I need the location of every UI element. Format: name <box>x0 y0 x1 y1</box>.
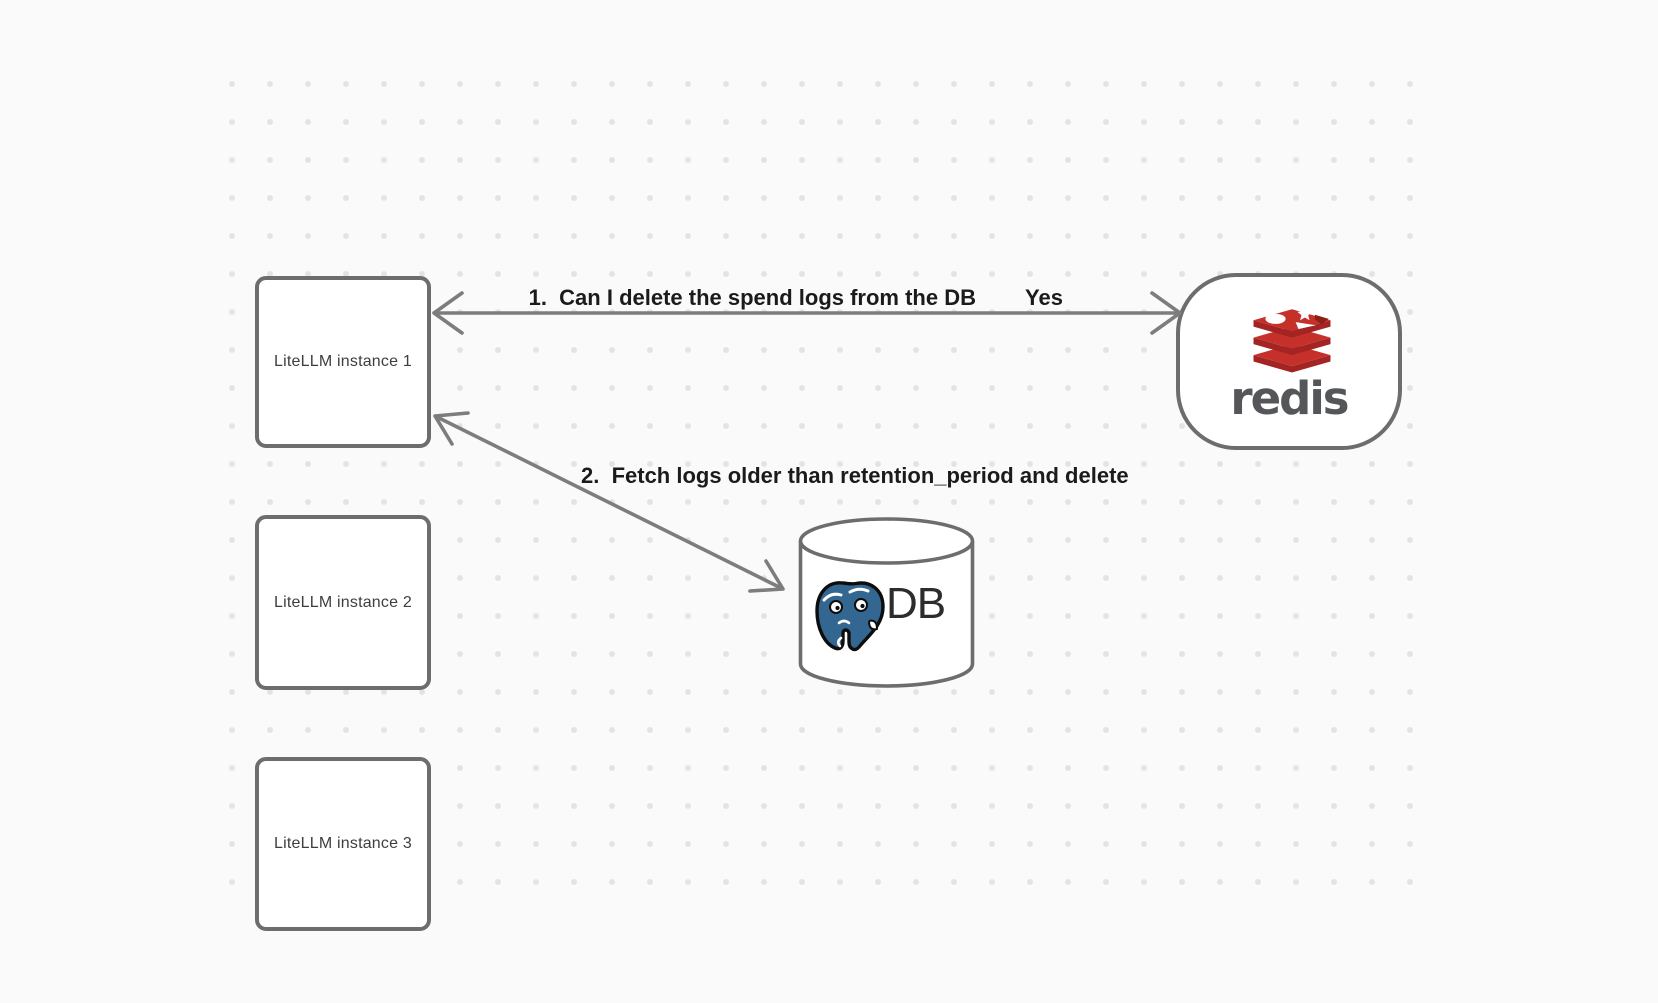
redis-wordmark: redis <box>1230 372 1349 425</box>
node-litellm-instance-1[interactable]: LiteLLM instance 1 <box>255 276 431 448</box>
node-db[interactable]: DB <box>797 516 976 692</box>
arrow-1-label: 1. Can I delete the spend logs from the … <box>528 285 976 310</box>
arrow-2-label: 2. Fetch logs older than retention_perio… <box>581 463 1129 488</box>
node-redis[interactable]: redis <box>1176 273 1402 450</box>
db-label: DB <box>886 579 946 628</box>
node-label: LiteLLM instance 1 <box>274 353 412 370</box>
node-label: LiteLLM instance 3 <box>274 835 412 852</box>
db-cylinder-shape <box>798 517 975 688</box>
node-litellm-instance-3[interactable]: LiteLLM instance 3 <box>255 757 431 931</box>
node-litellm-instance-2[interactable]: LiteLLM instance 2 <box>255 515 431 690</box>
arrow-1-response-label: Yes <box>1025 285 1063 310</box>
redis-logo-icon <box>1253 309 1331 373</box>
node-label: LiteLLM instance 2 <box>274 593 412 611</box>
postgresql-elephant-icon <box>815 581 885 652</box>
